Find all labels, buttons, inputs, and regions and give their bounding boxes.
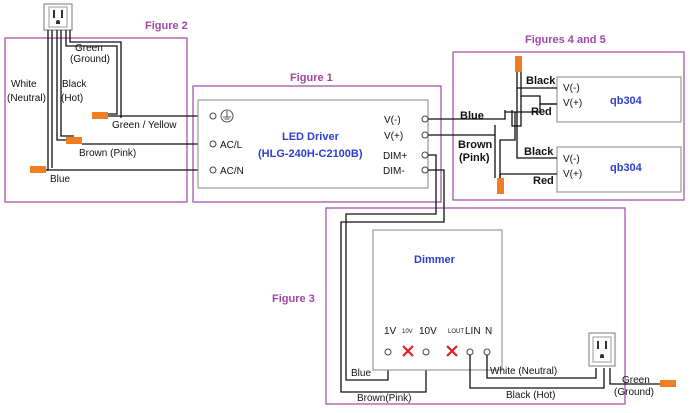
dimmer-mains-wires xyxy=(469,355,660,389)
label-black-1: Black xyxy=(526,75,556,87)
figure-4-5-wires xyxy=(499,70,557,178)
driver-terminals-left xyxy=(209,112,217,174)
dimmer-1v: 1V xyxy=(384,326,397,337)
label-dimmer-brown: Brown(Pink) xyxy=(357,393,411,404)
label-green-bottom: Green xyxy=(622,375,650,386)
figure-3-label: Figure 3 xyxy=(272,293,315,305)
label-black-hot: Black (Hot) xyxy=(506,390,555,401)
label-dimmer-blue: Blue xyxy=(351,368,371,379)
terminal-vplus: V(+) xyxy=(384,131,403,142)
figure-1-label: Figure 1 xyxy=(290,72,333,84)
output-wires xyxy=(428,110,506,178)
module-1-vminus: V(-) xyxy=(563,83,580,94)
ground-symbol-icon xyxy=(220,109,234,123)
led-driver-box xyxy=(197,99,429,189)
driver-title: LED Driver xyxy=(282,131,340,143)
cross-icon-10v xyxy=(402,345,414,357)
module-2-vminus: V(-) xyxy=(563,154,580,165)
label-green-yellow: Green / Yellow xyxy=(112,120,177,131)
label-green: Green xyxy=(75,43,103,54)
label-white: White xyxy=(11,79,37,90)
terminal-dimminus: DIM- xyxy=(383,166,405,177)
figures-4-5-box xyxy=(452,51,685,201)
dimmer-n: N xyxy=(485,326,492,337)
label-black-2: Black xyxy=(524,146,554,158)
label-neutral: (Neutral) xyxy=(7,93,46,104)
connector-blue xyxy=(30,166,46,173)
label-brown-pink: Brown (Pink) xyxy=(79,148,136,159)
figure-2-box xyxy=(4,37,188,203)
driver-terminals-right xyxy=(421,115,429,174)
label-hot: (Hot) xyxy=(61,93,83,104)
connector-ground xyxy=(92,112,108,119)
label-black: Black xyxy=(62,79,87,90)
module-1-vplus: V(+) xyxy=(563,98,582,109)
label-blue-out: Blue xyxy=(460,110,484,122)
dimmer-10v-small: 10V xyxy=(402,329,413,335)
dim-wires xyxy=(340,154,445,393)
outlet-icon-top xyxy=(43,3,73,31)
terminal-dimplus: DIM+ xyxy=(383,151,407,162)
qb304-module-2 xyxy=(556,146,682,193)
connector-ground-bottom xyxy=(660,380,676,387)
dimmer-box xyxy=(372,229,503,371)
label-white-neutral: White (Neutral) xyxy=(490,366,557,377)
label-red-2: Red xyxy=(533,175,554,187)
connector-brown xyxy=(66,137,82,144)
terminal-acl: AC/L xyxy=(220,140,243,151)
figure-2-label: Figure 2 xyxy=(145,20,188,32)
label-ground: (Ground) xyxy=(70,54,110,65)
module-2-vplus: V(+) xyxy=(563,169,582,180)
module-1-name: qb304 xyxy=(610,95,643,107)
label-red-1: Red xyxy=(531,106,552,118)
label-ground-bottom: (Ground) xyxy=(614,387,654,398)
dimmer-lin: LIN xyxy=(465,326,481,337)
qb304-module-1 xyxy=(556,76,682,123)
dimmer-lout: LOUT xyxy=(448,329,464,335)
dimmer-10v: 10V xyxy=(419,326,437,337)
label-brown-out: Brown xyxy=(458,139,493,151)
module-2-name: qb304 xyxy=(610,162,643,174)
terminal-vminus: V(-) xyxy=(384,115,401,126)
figure-3-box xyxy=(325,207,626,405)
connector-red-bottom xyxy=(497,178,504,194)
terminal-acn: AC/N xyxy=(220,166,244,177)
label-pink-out: (Pink) xyxy=(459,152,490,164)
connector-black-top xyxy=(515,56,522,72)
driver-model: (HLG-240H-C2100B) xyxy=(258,148,363,160)
label-blue: Blue xyxy=(50,174,70,185)
figures-4-5-label: Figures 4 and 5 xyxy=(525,34,606,46)
outlet-icon-bottom xyxy=(588,332,616,367)
cross-icon-lout xyxy=(446,345,458,357)
dimmer-title: Dimmer xyxy=(414,254,456,266)
